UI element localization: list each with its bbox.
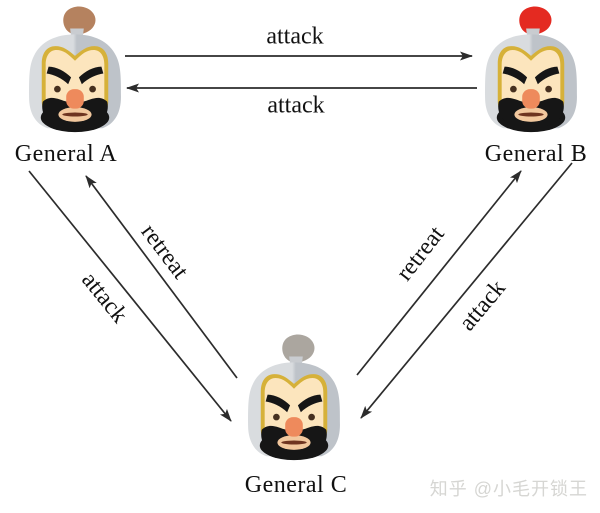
edge-C-A xyxy=(85,175,238,379)
left-eye xyxy=(54,85,61,93)
right-eye xyxy=(545,85,552,93)
edge-label-C-A: retreat xyxy=(135,219,194,284)
left-eyebrow xyxy=(502,66,528,85)
general-b-figure: General B xyxy=(477,5,587,167)
general-b-label: General B xyxy=(484,141,588,167)
edge-label-B-C: attack xyxy=(454,275,511,336)
general-b-head xyxy=(477,5,585,137)
general-b-head-icon xyxy=(485,6,577,133)
left-eyebrow xyxy=(265,394,291,413)
edge-label-A-C: attack xyxy=(76,267,133,329)
general-a-figure: General A xyxy=(15,5,129,167)
edge-B-C xyxy=(360,162,573,419)
general-c-figure: General C xyxy=(240,333,348,498)
mouth-line xyxy=(281,440,307,445)
right-eye xyxy=(308,413,315,421)
right-eyebrow xyxy=(297,394,323,413)
plume-icon xyxy=(282,334,315,363)
mouth-line xyxy=(62,112,88,117)
edge-label-C-B: retreat xyxy=(391,221,450,286)
general-a-label: General A xyxy=(14,141,118,167)
mouth-line xyxy=(518,112,544,117)
general-c-label: General C xyxy=(244,472,348,498)
general-a-head xyxy=(21,5,129,137)
left-eye xyxy=(273,413,280,421)
general-c-head xyxy=(240,333,348,465)
edge-A-C xyxy=(28,170,232,422)
plume-icon xyxy=(519,6,552,35)
face xyxy=(45,49,105,116)
right-eyebrow xyxy=(534,66,560,85)
general-a-head-icon xyxy=(29,6,121,133)
face xyxy=(264,377,324,444)
nose xyxy=(522,89,540,109)
nose xyxy=(66,89,84,109)
general-c-head-icon xyxy=(248,334,340,461)
plume-icon xyxy=(63,6,96,35)
nose xyxy=(285,417,303,437)
face xyxy=(501,49,561,116)
edge-label-B-A: attack xyxy=(267,92,325,119)
left-eyebrow xyxy=(46,66,72,85)
right-eye xyxy=(89,85,96,93)
edge-label-A-B: attack xyxy=(266,23,324,50)
right-eyebrow xyxy=(78,66,104,85)
edge-C-B xyxy=(356,170,522,376)
left-eye xyxy=(510,85,517,93)
watermark-text: 知乎 @小毛开锁王 xyxy=(429,479,588,499)
